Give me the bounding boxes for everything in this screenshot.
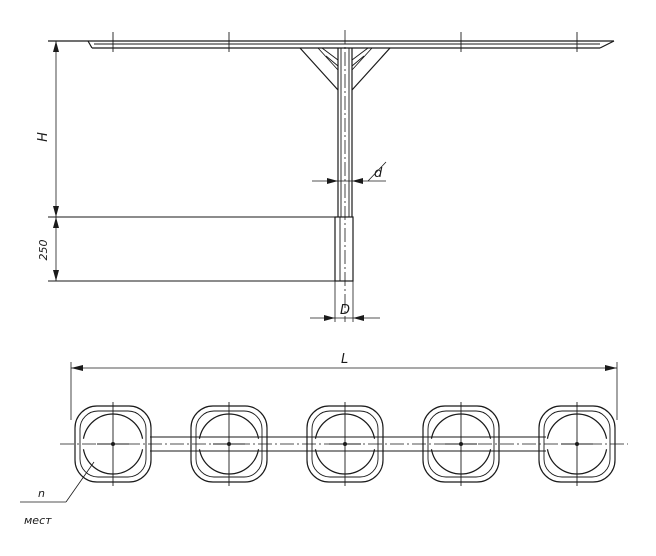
- seat-center-dot: [111, 442, 115, 446]
- support-bracket: [299, 47, 391, 91]
- dimension-d-large: D: [310, 281, 380, 322]
- seat-plan-3: [306, 402, 384, 486]
- seat-center-dot: [575, 442, 579, 446]
- seats-count-callout: n мест: [20, 461, 95, 527]
- seat-center-dot: [227, 442, 231, 446]
- connecting-frame: [60, 436, 628, 452]
- pipe-diameter-small-label: d: [374, 166, 383, 181]
- dimension-d-small: d: [312, 161, 387, 184]
- central-post: [337, 30, 353, 322]
- post-base: [334, 216, 354, 282]
- seat-plan-2: [190, 402, 268, 486]
- length-label: L: [341, 352, 348, 367]
- dimension-h: H: [36, 41, 59, 217]
- pipe-diameter-large-label: D: [340, 303, 350, 318]
- plan-view: L n мест: [20, 352, 628, 527]
- table-top: [48, 32, 615, 52]
- seat-plan-1: [74, 402, 152, 486]
- seat-plan-5: [538, 402, 616, 486]
- seat-height-label: 250: [37, 240, 50, 261]
- seat-elevation: [48, 216, 353, 282]
- seat-center-dot: [459, 442, 463, 446]
- elevation-view: H 250 d D: [36, 30, 615, 322]
- dimension-l: L: [70, 352, 618, 420]
- dimension-250: 250: [37, 217, 59, 281]
- seats-unit-label: мест: [24, 514, 52, 527]
- seats-row: [74, 402, 616, 486]
- seats-count-label: n: [38, 487, 45, 500]
- height-label: H: [36, 132, 51, 142]
- seat-plan-4: [422, 402, 500, 486]
- seat-center-dot: [343, 442, 347, 446]
